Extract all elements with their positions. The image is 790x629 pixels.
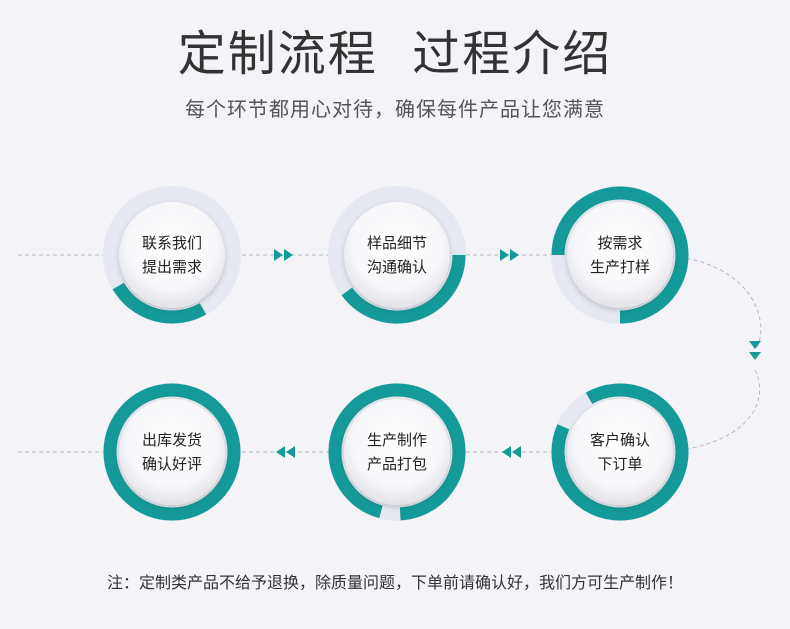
arrow-right-icon: [274, 249, 293, 261]
step-progress-ring: [328, 383, 466, 521]
step-circle-4: [551, 383, 689, 521]
step-disc: [119, 399, 225, 505]
step-label-4: 客户确认下订单: [565, 428, 675, 476]
step-label-5: 生产制作产品打包: [342, 428, 452, 476]
step-label-line1: 客户确认: [589, 431, 650, 449]
step-progress-ring: [551, 186, 689, 324]
step-disc: [344, 399, 450, 505]
connector-curve-right: [679, 256, 762, 451]
step-label-line2: 提出需求: [141, 258, 202, 276]
step-disc: [567, 399, 673, 505]
step-circle-1: [103, 186, 241, 324]
step-label-2: 样品细节沟通确认: [342, 231, 452, 279]
step-label-line2: 生产打样: [589, 258, 650, 276]
step-circle-3: [551, 186, 689, 324]
step-label-6: 出库发货确认好评: [117, 428, 227, 476]
step-circle-6: [103, 383, 241, 521]
step-progress-ring: [112, 282, 207, 324]
step-label-line2: 下订单: [597, 455, 643, 473]
step-progress-ring: [103, 383, 241, 521]
page-subtitle: 每个环节都用心对待，确保每件产品让您满意: [185, 97, 605, 121]
step-label-line1: 样品细节: [366, 234, 427, 252]
step-label-line2: 产品打包: [366, 455, 427, 473]
arrow-left-icon: [276, 446, 295, 458]
step-disc: [567, 202, 673, 308]
step-label-3: 按需求生产打样: [565, 231, 675, 279]
page-title: 定制流程 过程介绍: [177, 26, 613, 82]
step-label-line1: 出库发货: [141, 431, 202, 449]
arrow-down-icon: [749, 341, 761, 360]
step-circle-2: [328, 186, 466, 324]
arrow-left-icon: [502, 446, 521, 458]
step-label-line1: 联系我们: [141, 234, 202, 252]
flow-arrows: [274, 249, 761, 458]
footer-note: 注：定制类产品不给予退换，除质量问题，下单前请确认好，我们方可生产制作！: [106, 573, 683, 592]
step-progress-ring: [551, 383, 689, 521]
step-label-line1: 生产制作: [366, 431, 427, 449]
step-circle-5: [328, 383, 466, 521]
step-label-1: 联系我们提出需求: [117, 231, 227, 279]
step-label-line1: 按需求: [597, 234, 643, 252]
step-progress-ring: [341, 254, 466, 324]
step-label-line2: 沟通确认: [366, 258, 427, 276]
arrow-right-icon: [500, 249, 519, 261]
step-label-line2: 确认好评: [141, 455, 202, 473]
step-disc: [119, 202, 225, 308]
step-disc: [344, 202, 450, 308]
